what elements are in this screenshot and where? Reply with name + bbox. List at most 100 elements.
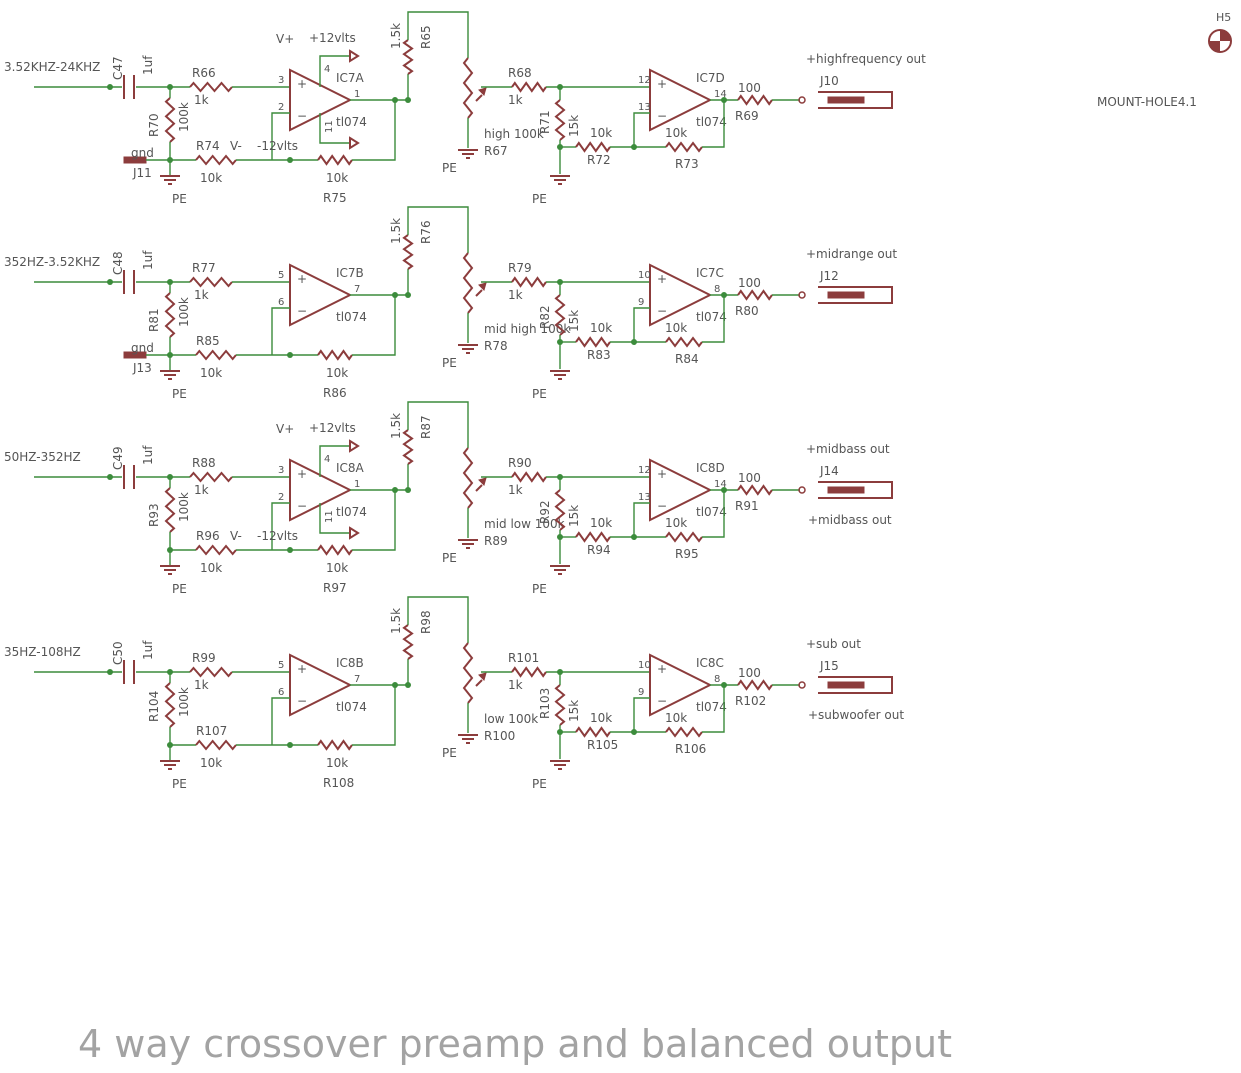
- resistor: [189, 471, 233, 483]
- ground-label: PE: [442, 551, 457, 565]
- resistor: [317, 544, 353, 556]
- output-jack-designator: J10: [819, 74, 839, 88]
- stage-input-label: 352HZ-3.52KHZ: [4, 255, 100, 269]
- vplus-label: V+: [276, 32, 294, 46]
- output-label: +highfrequency out: [806, 52, 926, 66]
- opamp-minus-sign: −: [657, 499, 667, 513]
- vminus-value: -12vlts: [257, 139, 298, 153]
- junction-dot: [631, 144, 637, 150]
- junction-dot: [287, 742, 293, 748]
- pot-designator: R78: [484, 339, 508, 353]
- resistor: [511, 471, 547, 483]
- wire: [702, 100, 725, 148]
- supply-arrow: [349, 526, 360, 540]
- resistor: [402, 39, 414, 75]
- opamp-pin: 8: [714, 674, 720, 685]
- jack-contact: [827, 486, 865, 494]
- resistor: [511, 81, 547, 93]
- feedback-resistor-designator: R108: [323, 776, 354, 790]
- opamp-plus-sign: +: [657, 77, 667, 91]
- junction-dot: [107, 279, 113, 285]
- input-resistor-designator: R99: [192, 651, 216, 665]
- output-resistor-value: 100: [738, 81, 761, 95]
- opamp-pin: 12: [638, 75, 651, 86]
- gain-resistor-designator: R96: [196, 529, 220, 543]
- opamp-name: IC8A: [336, 461, 365, 475]
- output-resistor-value: 100: [738, 471, 761, 485]
- resistor: [511, 276, 547, 288]
- resistor: [462, 57, 474, 119]
- opamp-pin: 12: [638, 465, 651, 476]
- second-feedback-resistor-value: 10k: [665, 321, 687, 335]
- opamp-minus-sign: −: [297, 499, 307, 513]
- pot-designator: R89: [484, 534, 508, 548]
- feedback-resistor-designator: R75: [323, 191, 347, 205]
- pot-series-resistor-value: 1.5k: [389, 23, 403, 49]
- vminus-label: V-: [230, 139, 242, 153]
- jack-body: [818, 481, 893, 499]
- page-title: 4 way crossover preamp and balanced outp…: [78, 1022, 953, 1066]
- pot-arrow-head: [478, 477, 487, 486]
- output-label: +midrange out: [806, 247, 897, 261]
- opamp-type: tl074: [696, 115, 727, 129]
- mount-hole-designator: H5: [1216, 11, 1232, 24]
- opamp-pin: 6: [278, 297, 284, 308]
- second-gain-resistor-designator: R72: [587, 153, 611, 167]
- supply-pin: 4: [324, 454, 330, 465]
- pot-value: mid low 100k: [484, 517, 565, 531]
- wire: [407, 11, 469, 58]
- junction-dot: [287, 547, 293, 553]
- opamp-pin: 6: [278, 687, 284, 698]
- wire: [352, 490, 396, 551]
- resistor: [195, 544, 237, 556]
- pot-arrow-head: [478, 672, 487, 681]
- junction-dot: [287, 352, 293, 358]
- second-feedback-resistor-value: 10k: [665, 126, 687, 140]
- opamp-name: IC7B: [336, 266, 364, 280]
- output-resistor-designator: R80: [735, 304, 759, 318]
- wire: [633, 307, 650, 342]
- second-feedback-resistor-designator: R106: [675, 742, 706, 756]
- opamp-minus-sign: −: [657, 304, 667, 318]
- jack-pin: [798, 96, 806, 104]
- resistor: [575, 531, 611, 543]
- pot-series-resistor-value: 1.5k: [389, 218, 403, 244]
- junction-dot: [392, 292, 398, 298]
- resistor: [665, 141, 703, 153]
- opamp-pin: 14: [714, 479, 727, 490]
- second-gain-resistor-value: 10k: [590, 126, 612, 140]
- resistor: [554, 99, 566, 141]
- junction-dot: [107, 84, 113, 90]
- opamp-pin: 9: [638, 297, 644, 308]
- feedback-resistor-designator: R86: [323, 386, 347, 400]
- resistor: [665, 726, 703, 738]
- junction-dot: [721, 682, 727, 688]
- junction-dot: [721, 487, 727, 493]
- shunt-resistor-value: 100k: [177, 492, 191, 522]
- resistor: [737, 484, 773, 496]
- second-feedback-resistor-designator: R95: [675, 547, 699, 561]
- opamp-name: IC7A: [336, 71, 365, 85]
- pot-designator: R67: [484, 144, 508, 158]
- junction-dot: [721, 97, 727, 103]
- shunt-resistor-designator: R70: [147, 113, 161, 137]
- opamp: [289, 263, 353, 327]
- opamp-type: tl074: [336, 115, 367, 129]
- opamp-minus-sign: −: [657, 694, 667, 708]
- opamp-minus-sign: −: [297, 109, 307, 123]
- resistor: [554, 684, 566, 726]
- output-jack-designator: J12: [819, 269, 839, 283]
- jack-pin: [798, 291, 806, 299]
- mount-hole-h5: [1208, 29, 1232, 53]
- resistor: [737, 289, 773, 301]
- gain-resistor-designator: R85: [196, 334, 220, 348]
- output-resistor-designator: R102: [735, 694, 766, 708]
- junction-dot: [721, 292, 727, 298]
- second-shunt-resistor-designator: R82: [538, 305, 552, 329]
- ground-label: PE: [172, 777, 187, 791]
- opamp-minus-sign: −: [297, 304, 307, 318]
- pot-arrow: [475, 484, 483, 492]
- opamp-pin: 3: [278, 465, 284, 476]
- opamp-pin: 1: [354, 479, 360, 490]
